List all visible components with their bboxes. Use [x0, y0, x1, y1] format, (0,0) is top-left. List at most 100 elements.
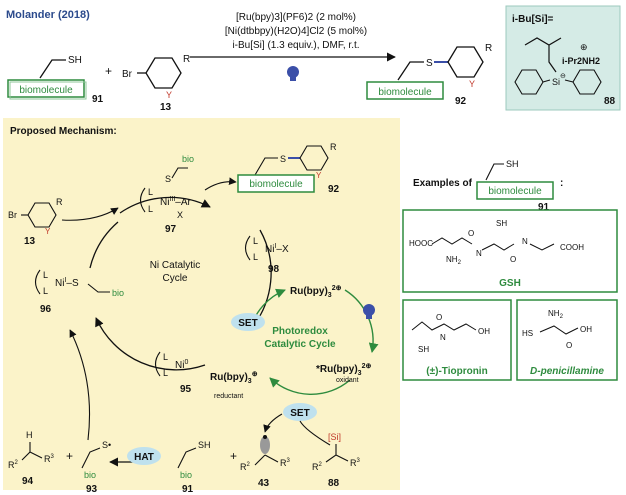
tiopronin-label: (±)-Tiopronin — [426, 366, 487, 377]
svg-text:SH: SH — [418, 345, 429, 354]
svg-text:L: L — [163, 368, 168, 378]
svg-text:S•: S• — [102, 440, 111, 450]
reagent-cation: i-Pr2NH2 — [562, 56, 600, 66]
condition-ru: [Ru(bpy)3](PF6)2 (2 mol%) — [236, 12, 356, 23]
svg-text:SET: SET — [290, 408, 309, 419]
set-to-43-arrow — [263, 413, 283, 433]
svg-text:HAT: HAT — [134, 452, 154, 463]
svg-text:SH: SH — [506, 159, 519, 169]
svg-text:R3: R3 — [44, 454, 55, 464]
mechanism-panel — [3, 118, 400, 490]
cycle-product-92: S R Y biomolecule 92 — [204, 142, 340, 195]
ni-complex-96: L L NiI–S bio 96 — [34, 269, 124, 315]
svg-text:⊕: ⊕ — [580, 42, 588, 52]
svg-text:bio: bio — [112, 288, 124, 298]
svg-text:92: 92 — [455, 96, 467, 107]
svg-text:Si: Si — [552, 77, 560, 87]
svg-text:R2: R2 — [240, 462, 251, 472]
ni-cycle-arrow-left — [89, 221, 119, 269]
condition-ni: [Ni(dtbbpy)(H2O)4]Cl2 (5 mol%) — [225, 26, 367, 37]
svg-text:bio: bio — [182, 154, 194, 164]
svg-text:NiI–X: NiI–X — [265, 243, 289, 255]
svg-text:SH: SH — [198, 440, 211, 450]
svg-text:O: O — [436, 313, 442, 322]
svg-text:S: S — [165, 174, 171, 184]
set-to-88-line — [299, 420, 331, 446]
radical-43: R2 R3 43 — [240, 435, 291, 489]
penicillamine-box: NH2 HS OH O D-penicillamine — [516, 299, 618, 381]
photoredox-arrow-lower — [269, 377, 351, 395]
svg-text:O: O — [468, 229, 474, 238]
svg-text:R3: R3 — [280, 458, 291, 468]
svg-text:biomolecule: biomolecule — [488, 186, 542, 197]
svg-text:L: L — [43, 270, 48, 280]
svg-text:97: 97 — [165, 224, 177, 235]
svg-text:Catalytic Cycle: Catalytic Cycle — [264, 339, 336, 350]
radical-capture-arrow — [69, 329, 91, 441]
svg-text:HOOC: HOOC — [409, 239, 433, 248]
svg-text:S: S — [280, 154, 286, 164]
svg-text:R2: R2 — [312, 462, 323, 472]
photoredox-label: Photoredox — [272, 326, 328, 337]
svg-text::: : — [560, 178, 563, 189]
cycle-lightbulb-icon — [363, 304, 375, 319]
svg-text:L: L — [148, 187, 153, 197]
svg-text:biomolecule: biomolecule — [249, 179, 303, 190]
penicillamine-label: D-penicillamine — [530, 366, 604, 377]
svg-text:O: O — [510, 255, 516, 264]
compound-number-88: 88 — [604, 96, 616, 107]
svg-text:[Si]: [Si] — [328, 432, 341, 442]
svg-text:95: 95 — [180, 384, 192, 395]
svg-text:Y: Y — [316, 171, 322, 180]
svg-text:H: H — [26, 430, 33, 440]
svg-text:X: X — [177, 210, 183, 220]
svg-text:13: 13 — [24, 236, 36, 247]
svg-text:bio: bio — [180, 470, 192, 480]
set-bubble-lower: SET — [283, 403, 317, 421]
svg-text:NiI–S: NiI–S — [55, 277, 79, 289]
svg-text:L: L — [163, 352, 168, 362]
svg-text:SET: SET — [238, 318, 257, 329]
svg-text:R: R — [330, 142, 337, 152]
svg-text:NiIII–Ar: NiIII–Ar — [160, 196, 192, 208]
reagent-title: i-Bu[Si]= — [512, 14, 554, 25]
svg-text:96: 96 — [40, 304, 52, 315]
set-bubble-upper: SET — [231, 313, 265, 331]
svg-text:R: R — [485, 43, 492, 54]
svg-text:S: S — [426, 58, 433, 69]
svg-text:93: 93 — [86, 484, 98, 495]
ni-cycle-arrow-bottom — [95, 317, 206, 371]
svg-text:NH2: NH2 — [446, 255, 462, 266]
svg-text:HS: HS — [522, 329, 533, 338]
svg-text:98: 98 — [268, 264, 280, 275]
oxidant-label: oxidant — [336, 377, 359, 384]
compound-93: S• bio 93 — [81, 440, 111, 495]
svg-text:Y: Y — [469, 79, 475, 89]
svg-text:O: O — [566, 341, 572, 350]
svg-text:N: N — [440, 333, 446, 342]
plus-sign: + — [105, 64, 112, 78]
svg-text:Br: Br — [8, 210, 17, 220]
tiopronin-box: O N OH SH (±)-Tiopronin — [402, 299, 512, 381]
gsh-label: GSH — [499, 278, 521, 289]
product-92: S Y R biomolecule 92 — [366, 43, 492, 107]
ni-complex-98: L L NiI–X 98 — [244, 235, 289, 275]
svg-text:OH: OH — [580, 325, 592, 334]
svg-text:Br: Br — [122, 69, 133, 80]
svg-text:L: L — [253, 236, 258, 246]
aryl-bromide-13: Br Y R 13 — [122, 54, 190, 113]
compound-91-bottom: SH bio 91 — [177, 440, 211, 495]
svg-text:L: L — [148, 204, 153, 214]
silicate-88-bottom: [Si] R2 R3 88 — [312, 432, 361, 489]
scheme-title: Molander (2018) — [6, 9, 90, 21]
hat-bubble: HAT — [127, 447, 161, 465]
compound-94: H R2 R3 94 — [8, 430, 55, 487]
ru-bpy-excited: *Ru(bpy)32⊕ — [316, 363, 371, 377]
ru-bpy-reduced: Ru(bpy)3⊕ — [210, 371, 258, 385]
svg-text:biomolecule: biomolecule — [378, 87, 432, 98]
svg-text:N: N — [476, 249, 482, 258]
substrate-91: SH biomolecule 91 — [7, 55, 104, 105]
svg-text:Cycle: Cycle — [162, 273, 187, 284]
svg-text:R: R — [183, 54, 190, 65]
